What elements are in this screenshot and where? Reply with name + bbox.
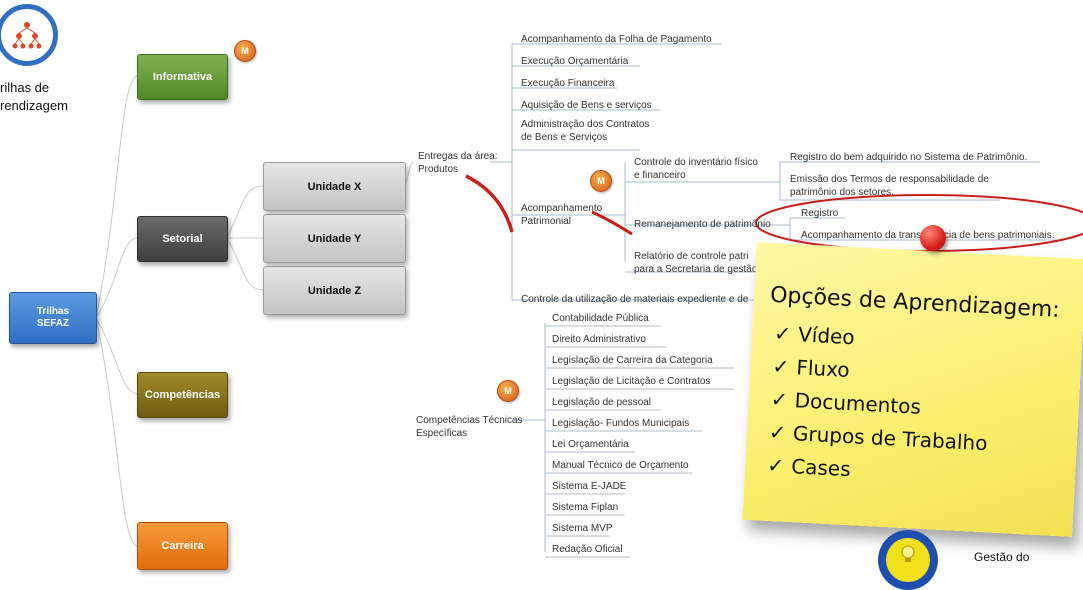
push-pin-icon xyxy=(920,225,946,251)
competencias-tecnicas-line2[interactable]: Específicas xyxy=(416,428,468,439)
branch-competencias-label: Competências xyxy=(144,389,221,401)
note-option-label: Fluxo xyxy=(795,355,851,383)
mentor-badge-icon: M xyxy=(590,170,612,192)
competencia-item[interactable]: Legislação de pessoal xyxy=(552,397,651,408)
check-icon: ✓ xyxy=(771,353,790,379)
note-option-label: Vídeo xyxy=(797,322,856,350)
branch-informativa[interactable]: Informativa xyxy=(137,54,228,100)
entregas-item[interactable]: Execução Orçamentária xyxy=(521,56,629,67)
gestao-label: Gestão do xyxy=(974,550,1030,564)
branch-carreira-label: Carreira xyxy=(161,540,204,552)
competencia-item[interactable]: Lei Orçamentária xyxy=(552,439,629,450)
entregas-label-line1: Entregas da área: xyxy=(418,151,498,162)
branch-setorial[interactable]: Setorial xyxy=(137,216,228,262)
registro-item[interactable]: Registro xyxy=(801,208,839,219)
remanejamento-item[interactable]: Remanejamento de patrimônio xyxy=(634,219,771,230)
trilhas-label-line1: rilhas de xyxy=(0,80,50,95)
competencia-item[interactable]: Legislação de Carreira da Categoria xyxy=(552,355,713,366)
competencias-tecnicas-line1[interactable]: Competências Técnicas xyxy=(416,415,523,426)
registro-bem-item[interactable]: Registro do bem adquirido no Sistema de … xyxy=(790,152,1028,163)
controle-materiais-item[interactable]: Controle da utilização de materiais expe… xyxy=(521,294,749,305)
entregas-item[interactable]: Execução Financeira xyxy=(521,78,615,89)
unit-x-label: Unidade X xyxy=(307,180,362,193)
branch-setorial-label: Setorial xyxy=(162,233,203,245)
branch-competencias[interactable]: Competências xyxy=(137,372,228,418)
note-options-list: ✓Vídeo ✓Fluxo ✓Documentos ✓Grupos de Tra… xyxy=(766,317,993,493)
entregas-item[interactable]: Aquisição de Bens e serviços xyxy=(521,100,652,111)
relatorio-line2[interactable]: para a Secretaria de gestão xyxy=(634,264,758,275)
trilhas-logo-icon xyxy=(0,4,58,66)
check-icon: ✓ xyxy=(766,452,785,478)
mentor-badge-icon: M xyxy=(497,380,519,402)
controle-inventario-line1[interactable]: Controle do inventário físico xyxy=(634,157,758,168)
check-icon: ✓ xyxy=(770,386,789,412)
mentor-badge-icon: M xyxy=(234,40,256,62)
branch-informativa-label: Informativa xyxy=(152,71,213,83)
competencia-item[interactable]: Sistema Fiplan xyxy=(552,502,619,513)
trilhas-label-line2: rendizagem xyxy=(0,98,68,113)
note-title: Opções de Aprendizagem: xyxy=(769,282,1061,323)
entregas-item[interactable]: de Bens e Serviços xyxy=(521,132,608,143)
branch-carreira[interactable]: Carreira xyxy=(137,522,228,570)
mind-map-canvas: rilhas de rendizagem Trilhas SEFAZ Infor… xyxy=(0,4,1083,590)
competencia-item[interactable]: Direito Administrativo xyxy=(552,334,646,345)
patrimonial-label-line1[interactable]: Acompanhamento xyxy=(521,203,603,214)
controle-inventario-line2[interactable]: e financeiro xyxy=(634,170,686,181)
competencia-item[interactable]: Manual Técnico de Orçamento xyxy=(552,460,689,471)
note-option-label: Grupos de Trabalho xyxy=(792,421,989,456)
root-node-trilhas-sefaz[interactable]: Trilhas SEFAZ xyxy=(9,292,97,344)
entregas-item[interactable]: Administração dos Contratos xyxy=(521,119,650,130)
unit-z-node[interactable]: Unidade Z xyxy=(263,266,406,315)
check-icon: ✓ xyxy=(773,321,792,346)
note-option-label: Documentos xyxy=(794,388,922,419)
emissao-termos-line1[interactable]: Emissão dos Termos de responsabilidade d… xyxy=(790,174,989,185)
sticky-note: Opções de Aprendizagem: ✓Vídeo ✓Fluxo ✓D… xyxy=(742,242,1083,537)
lightbulb-logo-icon xyxy=(878,530,938,590)
competencia-item[interactable]: Sistema E-JADE xyxy=(552,481,627,492)
competencia-item[interactable]: Redação Oficial xyxy=(552,544,623,555)
check-icon: ✓ xyxy=(768,419,787,445)
competencia-item[interactable]: Contabilidade Pública xyxy=(552,313,649,324)
competencia-item[interactable]: Sistema MVP xyxy=(552,523,613,534)
entregas-item[interactable]: Acompanhamento da Folha de Pagamento xyxy=(521,34,712,45)
competencia-item[interactable]: Legislação de Licitação e Contratos xyxy=(552,376,711,387)
entregas-label-line2: Produtos xyxy=(418,164,459,175)
emissao-termos-line2[interactable]: patrimônio dos setores. xyxy=(790,187,894,198)
connector-lines xyxy=(95,43,1083,558)
relatorio-line1[interactable]: Relatório de controle patri xyxy=(634,251,749,262)
unit-x-node[interactable]: Unidade X xyxy=(263,162,406,211)
unit-z-label: Unidade Z xyxy=(307,284,362,297)
unit-y-node[interactable]: Unidade Y xyxy=(263,214,406,263)
unit-y-label: Unidade Y xyxy=(307,232,362,245)
competencia-item[interactable]: Legislação- Fundos Municipais xyxy=(552,418,690,429)
note-option-label: Cases xyxy=(790,454,852,482)
patrimonial-label-line2[interactable]: Patrimonial xyxy=(521,216,572,227)
root-node-label: Trilhas SEFAZ xyxy=(36,306,70,329)
